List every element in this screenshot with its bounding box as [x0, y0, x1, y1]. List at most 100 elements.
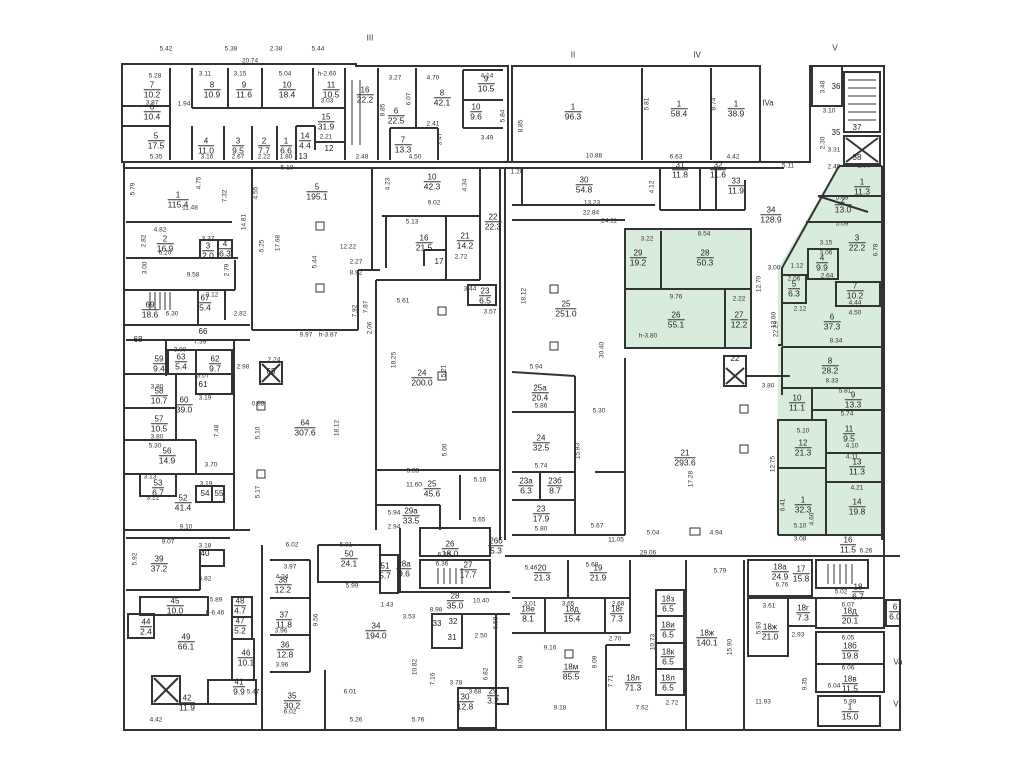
- room-label[interactable]: 65: [266, 368, 277, 376]
- room-label[interactable]: 55: [214, 490, 225, 498]
- room-label[interactable]: 33: [432, 620, 443, 628]
- room-label[interactable]: 61: [198, 381, 209, 389]
- room-label[interactable]: 32: [448, 618, 459, 626]
- room-label[interactable]: 35: [831, 129, 842, 137]
- room-label[interactable]: 40: [200, 550, 211, 558]
- room-label[interactable]: 22: [730, 355, 741, 363]
- room-label[interactable]: 66: [198, 328, 209, 336]
- room-label[interactable]: 13: [298, 153, 309, 161]
- highlight-zone-b[interactable]: [778, 165, 882, 535]
- room-label[interactable]: 38: [852, 154, 863, 162]
